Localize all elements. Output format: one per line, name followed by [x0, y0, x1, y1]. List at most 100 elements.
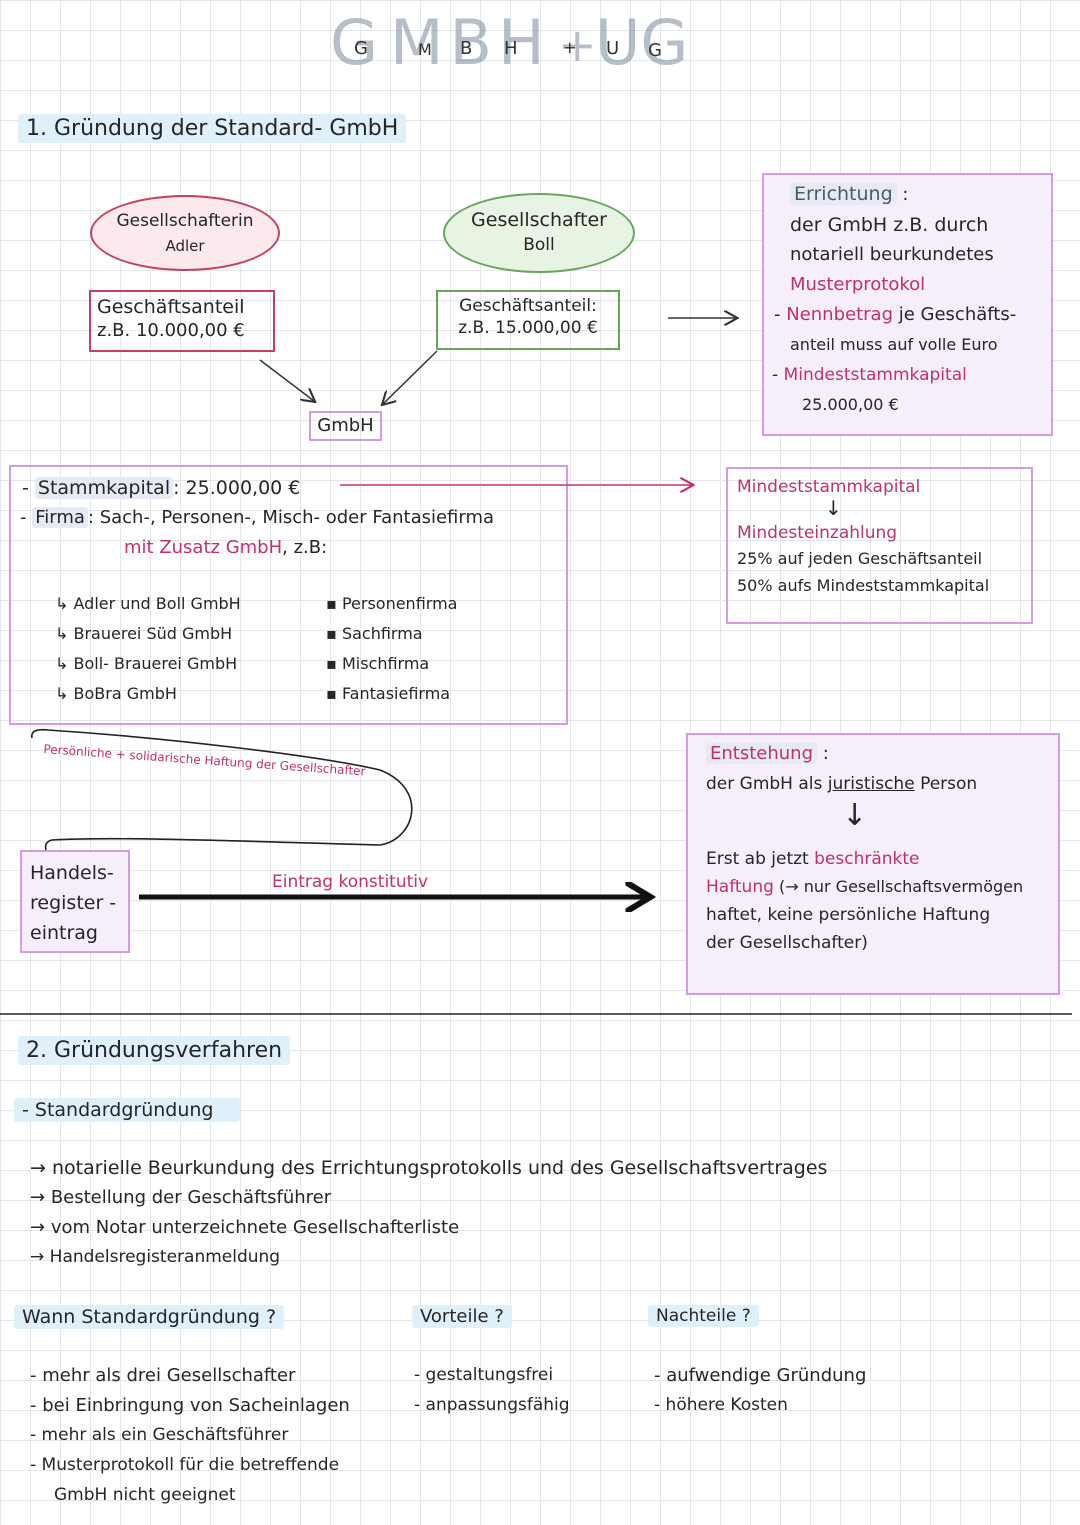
- vorteile-item: - gestaltungsfrei: [414, 1365, 554, 1385]
- section2-heading: 2. Gründungsverfahren: [18, 1036, 291, 1065]
- firma-example-item: ↳ Adler und Boll GmbH: [55, 594, 241, 613]
- eintrag-label: Eintrag konstitutiv: [272, 872, 429, 892]
- step-item: → Bestellung der Geschäftsführer: [30, 1187, 332, 1208]
- stammkapital-dash: -: [22, 477, 35, 499]
- errichtung-title: Errichtung: [790, 183, 897, 205]
- firma-rest: : Sach-, Personen-, Misch- oder Fantasie…: [87, 507, 495, 528]
- share-boll-box: Geschäftsanteil: z.B. 15.000,00 €: [436, 290, 620, 350]
- nachteile-item: - höhere Kosten: [654, 1395, 788, 1415]
- title-small-g: G: [354, 38, 368, 59]
- arrow-adler-to-gmbh: [259, 359, 314, 401]
- entstehung-title: Entstehung: [706, 743, 817, 764]
- handelsregister-line1: Handels-: [30, 862, 114, 884]
- haftung-curve: [31, 728, 413, 851]
- wann-item: - bei Einbringung von Sacheinlagen: [30, 1395, 350, 1416]
- step-item: → vom Notar unterzeichnete Gesellschafte…: [30, 1217, 460, 1238]
- handelsregister-line2: register -: [30, 892, 117, 914]
- gmbh-label: GmbH: [317, 415, 374, 436]
- nachteile-list: - aufwendige Gründung - höhere Kosten: [654, 1365, 866, 1425]
- title-big-mbh: MBH: [390, 6, 551, 79]
- firma-examples-list: ↳ Adler und Boll GmbH ↳ Brauerei Süd Gmb…: [55, 594, 241, 714]
- share-adler-amount: z.B. 10.000,00 €: [97, 320, 245, 341]
- firma-example-item: ↳ BoBra GmbH: [55, 684, 177, 703]
- entstehung-colon: :: [822, 743, 829, 764]
- wann-list: - mehr als drei Gesellschafter - bei Ein…: [30, 1365, 350, 1515]
- nachteile-heading: Nachteile ?: [648, 1305, 759, 1327]
- mindest-line1: 25% auf jeden Geschäftsanteil: [737, 549, 983, 568]
- entstehung-line4: haftet, keine persönliche Haftung: [706, 905, 991, 925]
- mindeststammkapital-box: Mindeststammkapital ↓ Mindesteinzahlung …: [726, 467, 1033, 624]
- entstehung-line5: der Gesellschafter): [706, 933, 868, 953]
- firma-example-item: ↳ Boll- Brauerei GmbH: [55, 654, 238, 673]
- mindest-title: Mindeststammkapital: [737, 477, 921, 497]
- firma-type-item: ▪ Sachfirma: [326, 624, 423, 643]
- wann-item: - Musterprotokoll für die betreffende: [30, 1455, 340, 1475]
- firma-example-item: ↳ Brauerei Süd GmbH: [55, 624, 233, 643]
- title-small-b: B: [460, 38, 473, 59]
- errichtung-line1: der GmbH z.B. durch: [790, 214, 989, 236]
- shareholder-boll-name: Boll: [523, 235, 555, 255]
- shareholder-adler-role: Gesellschafterin: [116, 211, 254, 231]
- firma-dash: -: [20, 507, 33, 528]
- gmbh-box: GmbH: [309, 411, 382, 441]
- title-small-h: H: [504, 38, 518, 59]
- mindest-sub: Mindesteinzahlung: [737, 523, 898, 543]
- section1-heading: 1. Gründung der Standard- GmbH: [18, 114, 407, 143]
- wann-heading: Wann Standardgründung ?: [14, 1305, 285, 1329]
- wann-item: - mehr als drei Gesellschafter: [30, 1365, 296, 1386]
- errichtung-line3: Musterprotokol: [790, 274, 926, 295]
- title-small-g2: G: [648, 40, 662, 61]
- firma-type-item: ▪ Fantasiefirma: [326, 684, 451, 703]
- firma-zusatz-rest: , z.B:: [282, 537, 328, 558]
- share-adler-label: Geschäftsanteil: [97, 296, 245, 318]
- shareholder-boll-role: Gesellschafter: [471, 209, 607, 231]
- firma-type-item: ▪ Mischfirma: [326, 654, 430, 673]
- errichtung-bullet1-rest: je Geschäfts-: [898, 304, 1017, 325]
- errichtung-bullet2-value: 25.000,00 €: [802, 395, 899, 414]
- title-small-m: M: [418, 40, 432, 59]
- entstehung-line2-pre: Erst ab jetzt: [706, 849, 809, 869]
- wann-item: - mehr als ein Geschäftsführer: [30, 1425, 289, 1445]
- share-adler-box: Geschäftsanteil z.B. 10.000,00 €: [89, 290, 275, 352]
- entstehung-line3-rest: (→ nur Gesellschaftsvermögen: [779, 877, 1024, 896]
- firma-types-list: ▪ Personenfirma ▪ Sachfirma ▪ Mischfirma…: [326, 594, 457, 714]
- share-boll-amount: z.B. 15.000,00 €: [458, 318, 598, 338]
- entstehung-line1-post: Person: [920, 774, 978, 794]
- title-small-plus: +: [563, 38, 577, 57]
- mindest-line2: 50% aufs Mindeststammkapital: [737, 576, 990, 595]
- entstehung-line2-pink: beschränkte: [814, 849, 920, 869]
- entstehung-line3-pink: Haftung: [706, 877, 774, 897]
- firma-label: Firma: [32, 507, 88, 528]
- shareholder-adler-name: Adler: [165, 237, 205, 255]
- mindest-down-arrow: ↓: [825, 496, 842, 520]
- vorteile-item: - anpassungsfähig: [414, 1395, 570, 1415]
- errichtung-box: Errichtung : der GmbH z.B. durch notarie…: [762, 173, 1053, 436]
- step-item: → Handelsregisteranmeldung: [30, 1247, 281, 1267]
- section2-sub: - Standardgründung: [14, 1098, 240, 1122]
- title-big-g: G: [330, 6, 379, 79]
- vorteile-list: - gestaltungsfrei - anpassungsfähig: [414, 1365, 570, 1425]
- entstehung-down-arrow: ↓: [842, 798, 868, 833]
- stammkapital-label: Stammkapital: [34, 477, 174, 499]
- firma-box: [9, 465, 568, 725]
- stammkapital-value: : 25.000,00 €: [173, 477, 301, 499]
- handelsregister-box: Handels- register - eintrag: [20, 850, 130, 953]
- errichtung-bullet2-dash: -: [772, 365, 784, 385]
- entstehung-box: Entstehung : der GmbH als juristische Pe…: [686, 733, 1060, 995]
- steps-list: → notarielle Beurkundung des Errichtungs…: [30, 1157, 827, 1277]
- errichtung-colon: :: [902, 184, 909, 205]
- handelsregister-line3: eintrag: [30, 922, 98, 944]
- firma-zusatz: mit Zusatz GmbH: [124, 537, 283, 558]
- title-plus: +: [558, 18, 597, 72]
- errichtung-bullet1-dash: -: [774, 304, 787, 325]
- wann-item-cont: GmbH nicht geeignet: [54, 1485, 236, 1505]
- entstehung-line1-pre: der GmbH als: [706, 774, 823, 794]
- share-boll-label: Geschäftsanteil:: [459, 296, 597, 316]
- nachteile-item: - aufwendige Gründung: [654, 1365, 867, 1386]
- vorteile-heading: Vorteile ?: [412, 1305, 512, 1328]
- title-small-u: U: [606, 38, 620, 59]
- firma-type-item: ▪ Personenfirma: [326, 594, 458, 613]
- entstehung-line1-juristische: juristische: [827, 774, 915, 794]
- shareholder-boll-oval: Gesellschafter Boll: [443, 193, 635, 273]
